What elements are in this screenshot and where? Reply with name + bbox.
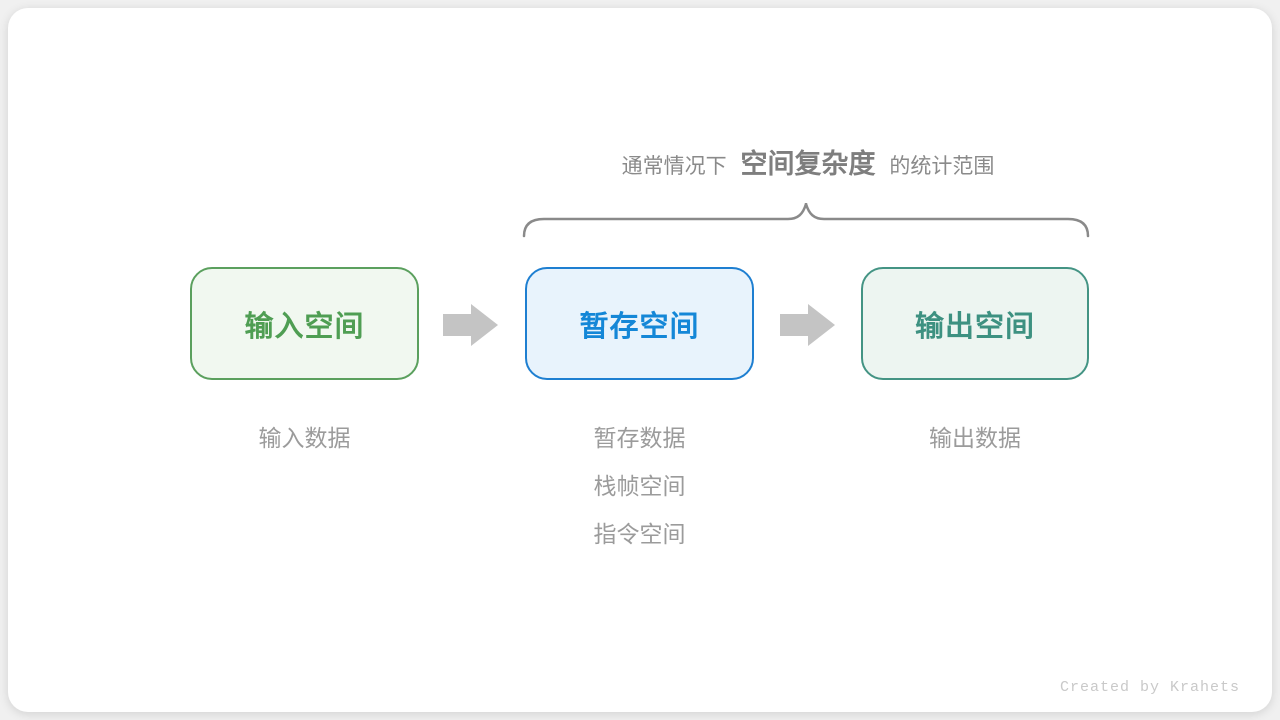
diagram-title: 通常情况下 空间复杂度 的统计范围	[528, 146, 1088, 185]
box-output-space: 输出空间	[861, 267, 1089, 380]
box-input-space: 输入空间	[190, 267, 419, 380]
box-input-space-label: 输入空间	[244, 310, 365, 343]
note-instruction-space: 指令空间	[593, 521, 686, 547]
top-curly-brace-icon	[522, 203, 1090, 238]
note-output-data: 输出数据	[929, 425, 1021, 451]
title-prefix: 通常情况下	[621, 155, 727, 178]
arrow-right-icon	[443, 304, 498, 346]
note-input-data: 输入数据	[258, 425, 351, 451]
credit-text: Created by Krahets	[1059, 679, 1240, 696]
box-temp-space-label: 暂存空间	[579, 310, 700, 343]
title-suffix: 的统计范围	[889, 155, 995, 178]
box-temp-space: 暂存空间	[525, 267, 754, 380]
note-stack-frame-space: 栈帧空间	[593, 473, 686, 499]
arrow-right-icon	[780, 304, 835, 346]
box-output-space-label: 输出空间	[914, 310, 1035, 343]
title-highlight: 空间复杂度	[740, 149, 876, 179]
note-temp-data: 暂存数据	[593, 425, 686, 451]
